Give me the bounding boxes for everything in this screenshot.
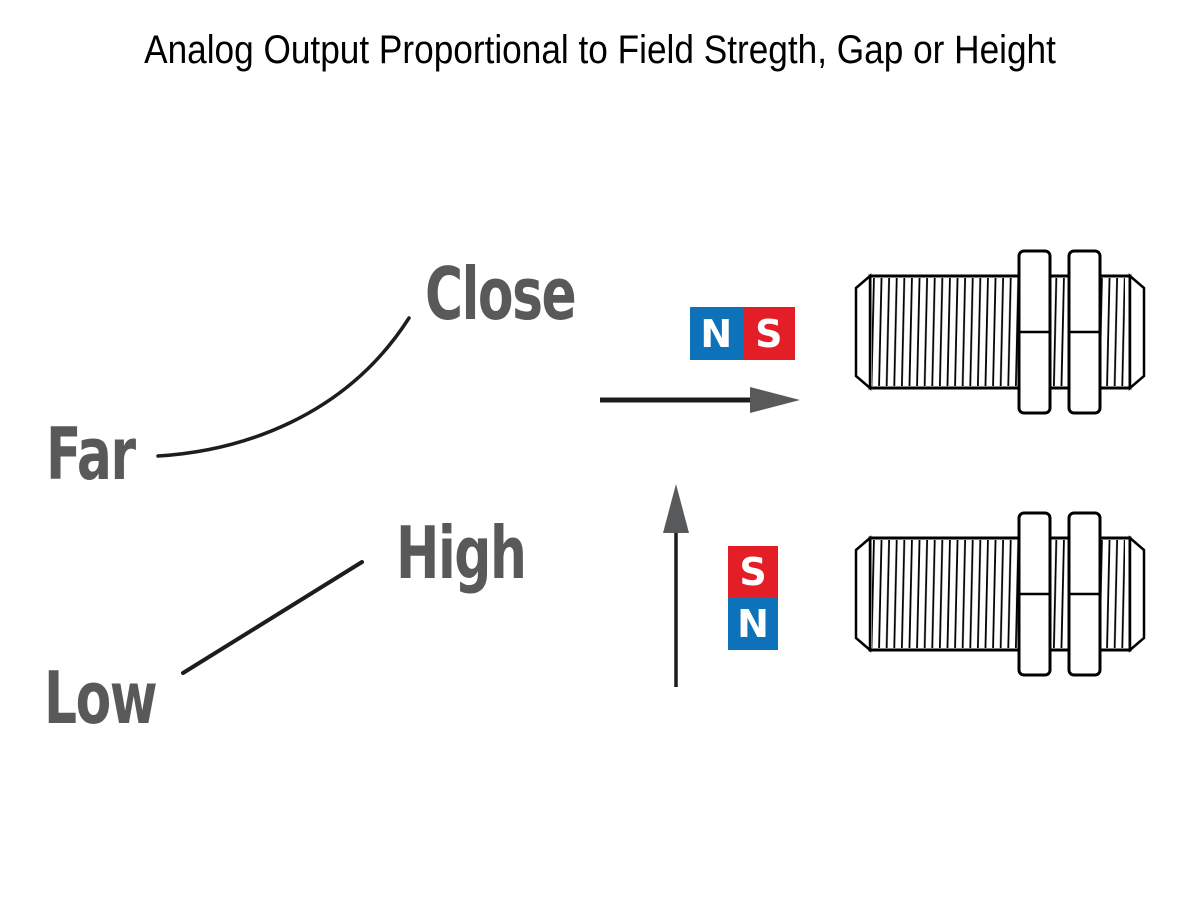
threaded-barrel-sensor-icon <box>854 249 1146 415</box>
south-pole: S <box>742 307 795 360</box>
arrow-right-icon <box>600 387 800 413</box>
label-high: High <box>396 511 527 595</box>
diagram-title: Analog Output Proportional to Field Stre… <box>144 28 1056 72</box>
label-low: Low <box>44 656 158 740</box>
label-far: Far <box>46 412 136 496</box>
threaded-barrel-sensor-icon <box>854 511 1146 677</box>
north-pole: N <box>728 598 778 650</box>
north-pole: N <box>690 307 743 360</box>
horizontal-magnet: N S <box>690 307 795 360</box>
arrow-up-icon <box>663 484 689 687</box>
far-to-close-curve <box>156 316 411 458</box>
low-to-high-line <box>181 560 364 675</box>
label-close: Close <box>425 252 577 336</box>
south-pole: S <box>728 546 778 598</box>
vertical-magnet: S N <box>728 546 778 650</box>
